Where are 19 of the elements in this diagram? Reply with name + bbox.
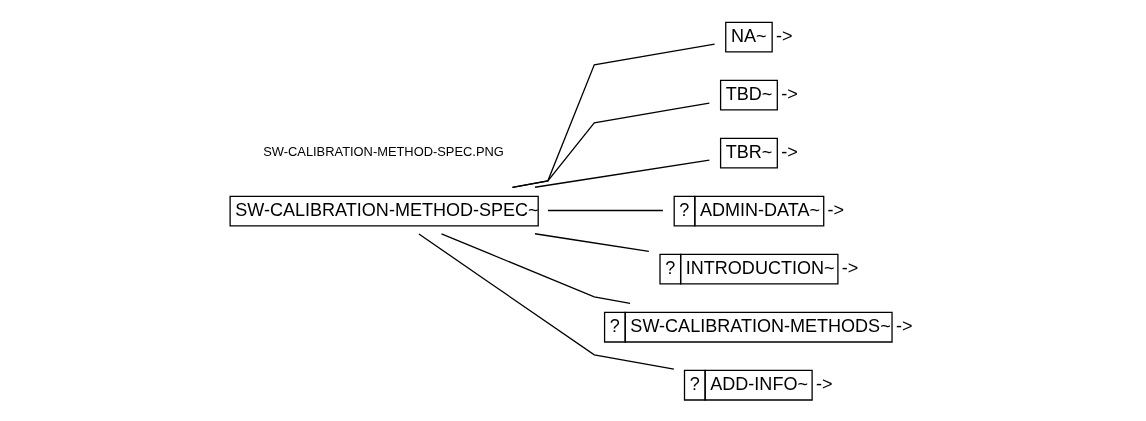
node-box: SW-CALIBRATION-METHOD-SPEC~ <box>229 195 539 227</box>
node-label: -> <box>827 199 845 220</box>
node-label: -> <box>895 315 913 336</box>
node-label: -> <box>841 257 859 278</box>
node-box: TBD~ <box>719 79 778 111</box>
connector <box>534 233 650 253</box>
connector <box>511 43 716 188</box>
label: SW-CALIBRATION-METHOD-SPEC.PNG <box>263 143 504 159</box>
connector <box>511 102 710 188</box>
connector <box>547 209 664 212</box>
connector <box>418 233 675 370</box>
node-label: -> <box>781 83 798 104</box>
node-box: NA~ <box>725 21 773 53</box>
node-label: -> <box>781 141 798 162</box>
connector <box>534 159 710 188</box>
node-label: -> <box>815 373 833 394</box>
node-label: -> <box>776 25 793 46</box>
node-box: TBR~ <box>719 137 778 169</box>
connector <box>440 233 631 304</box>
